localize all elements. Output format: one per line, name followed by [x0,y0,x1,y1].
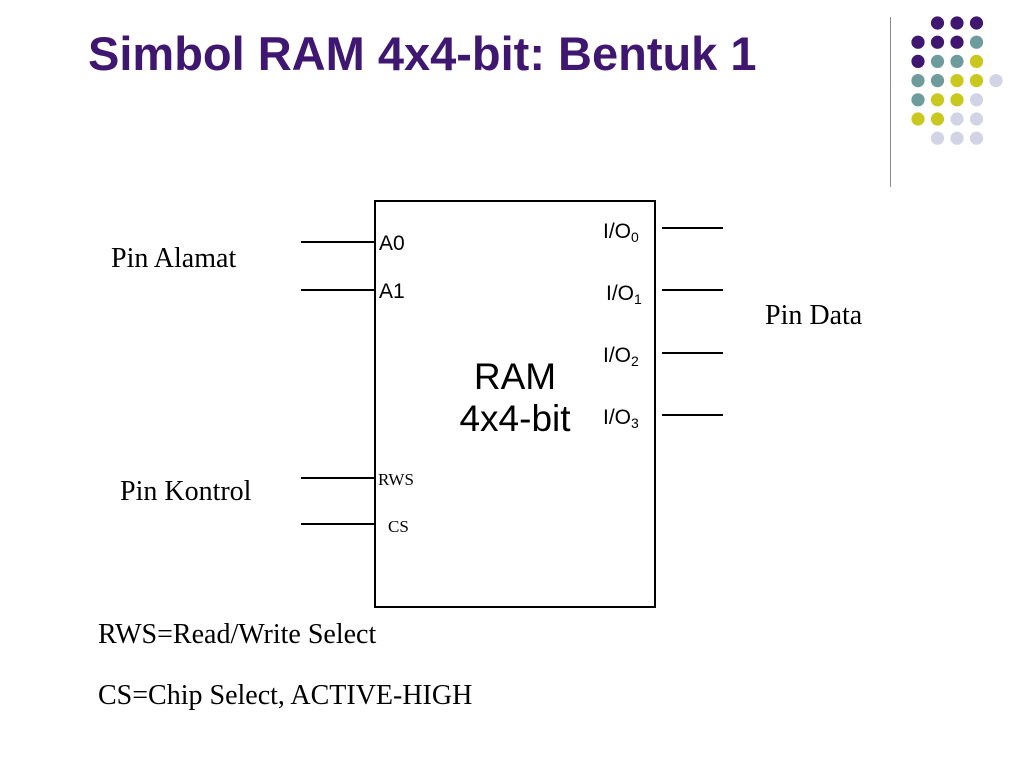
chip-name: RAM 4x4-bit [374,356,656,440]
pin-line-rws [301,477,374,479]
decorative-dot [969,16,984,30]
pin-cs-label: CS [388,517,409,536]
decorative-dot [950,35,964,49]
decorative-dot [989,74,1003,88]
decorative-dot [930,54,945,68]
pin-line-cs [301,523,374,525]
chip-name-line2: 4x4-bit [459,398,571,439]
note-cs: CS=Chip Select, ACTIVE-HIGH [98,680,473,711]
pin-io3-label: I/O3 [603,406,639,431]
decorative-dot [911,93,925,107]
pin-rws-label: RWS [378,470,414,489]
pin-a0-label: A0 [379,232,405,255]
decorative-dot [969,54,984,68]
address-pins-label: Pin Alamat [111,243,237,274]
ram-chip-body [374,200,656,608]
pin-io1-label: I/O1 [606,282,642,307]
pin-line-a0 [301,241,374,243]
control-pins-label: Pin Kontrol [120,476,252,507]
decorative-dot [969,131,984,145]
pin-io0-label: I/O0 [603,220,639,245]
decorative-dot [911,74,925,88]
decorative-dot [930,74,945,88]
decorative-dot [930,112,945,126]
data-pins-label: Pin Data [765,300,863,331]
decorative-dot [930,16,945,30]
dot-grid-decoration [911,16,1003,145]
decorative-dot [930,131,945,145]
pin-io2-label: I/O2 [603,344,639,369]
pin-line-io0 [662,227,723,229]
decorative-dot [969,74,984,88]
decorative-dot [950,74,964,88]
decorative-dot [950,131,964,145]
pin-line-io1 [662,289,723,291]
decorative-dot [969,112,984,126]
title-divider [890,17,891,187]
decorative-dot [950,16,964,30]
pin-line-a1 [301,289,374,291]
decorative-dot [969,35,984,49]
decorative-dot [911,54,925,68]
decorative-dot [911,35,925,49]
pin-a1-label: A1 [379,280,405,303]
decorative-dot [969,93,984,107]
note-rws: RWS=Read/Write Select [98,619,377,650]
decorative-dot [950,54,964,68]
pin-line-io2 [662,352,723,354]
pin-line-io3 [662,414,723,416]
decorative-dot [950,112,964,126]
chip-name-line1: RAM [473,356,557,397]
decorative-dot [930,35,945,49]
decorative-dot [930,93,945,107]
decorative-dot [950,93,964,107]
decorative-dot [911,112,925,126]
slide-title: Simbol RAM 4x4-bit: Bentuk 1 [88,27,757,80]
